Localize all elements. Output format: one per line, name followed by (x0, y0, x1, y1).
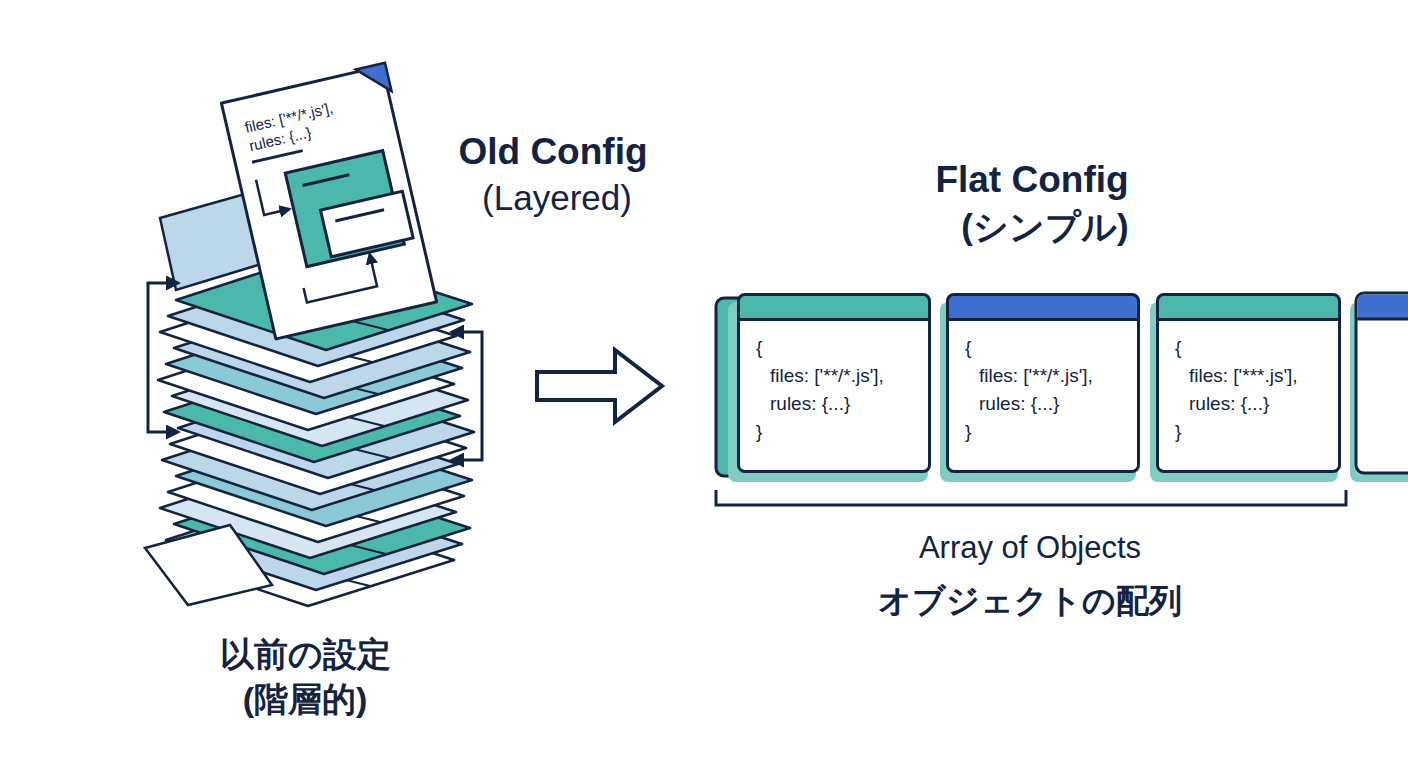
code-card: {files: ['***.js'],rules: {...}} (1156, 293, 1341, 473)
code-card: {files: ['**/*.js'],rules: {...}} (946, 293, 1140, 473)
heading-label: Old Config (458, 131, 647, 173)
code-line: rules: {...} (965, 390, 1129, 418)
code-line: rules: {...} (756, 390, 920, 418)
code-line: { (1175, 334, 1330, 362)
sheet-pictogram (220, 64, 439, 341)
heading-label: Flat Config (935, 159, 1128, 201)
code-line: } (756, 418, 920, 446)
card-header (1358, 295, 1408, 319)
code-line: files: ['**/*.js'], (965, 362, 1129, 390)
subheading-label: (Layered) (482, 178, 632, 218)
cycle-bracket (452, 332, 482, 460)
nesting-arrow (256, 174, 289, 215)
code-line: { (756, 334, 920, 362)
heading-label: オブジェクトの配列 (878, 579, 1182, 624)
text-line-mark (303, 175, 350, 186)
nested-block (320, 191, 413, 257)
heading-label: 以前の設定 (220, 632, 391, 678)
code-line: rules: {...} (1175, 390, 1330, 418)
code-line: files: ['**/*.js'], (756, 362, 920, 390)
code-line: { (965, 334, 1129, 362)
transition-arrow (537, 350, 662, 422)
text-line-mark (252, 151, 303, 163)
card-header-rule (1356, 318, 1408, 321)
code-card: {files: ['**/*.js'],rules: {...}} (737, 293, 931, 473)
folded-corner (356, 63, 392, 98)
text-line-mark (335, 210, 384, 221)
code-line: } (1175, 418, 1330, 446)
heading-label: (階層的) (243, 677, 368, 723)
array-bracket (716, 490, 1346, 505)
nesting-arrow (300, 254, 378, 302)
subheading-label: Array of Objects (919, 530, 1141, 566)
heading-label: (シンプル) (961, 204, 1128, 251)
code-line: } (965, 418, 1129, 446)
paper-sheet (145, 525, 272, 605)
code-line: files: ['***.js'], (1175, 362, 1330, 390)
code-card-partial (1356, 293, 1408, 473)
nested-block (285, 151, 404, 267)
cycle-bracket (148, 283, 178, 432)
